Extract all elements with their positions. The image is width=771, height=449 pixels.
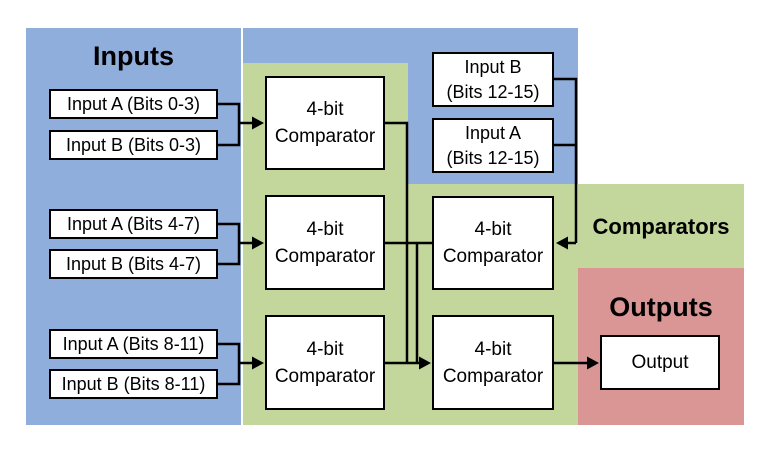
node-comparator-bits-8-11: 4-bit Comparator — [265, 315, 385, 410]
node-label-line2: (Bits 12-15) — [446, 147, 540, 168]
node-input-a-bits-8-11: Input A (Bits 8-11) — [49, 329, 218, 359]
connector-arrowheads — [252, 116, 599, 370]
inputs-region-title: Inputs — [93, 41, 174, 71]
comparators-region-title: Comparators — [592, 214, 730, 239]
node-comparator-stage2-upper: 4-bit Comparator — [432, 196, 554, 290]
node-output: Output — [600, 335, 720, 390]
arrowhead-into-comp2 — [252, 236, 264, 250]
node-input-b-bits-4-7: Input B (Bits 4-7) — [49, 249, 218, 279]
node-label-line1: 4-bit — [474, 338, 512, 360]
node-comparator-bits-4-7: 4-bit Comparator — [265, 195, 385, 290]
connector-lines — [216, 77, 588, 386]
arrowhead-into-comp5 — [419, 356, 431, 370]
node-input-b-bits-8-11: Input B (Bits 8-11) — [49, 369, 218, 399]
node-input-a-bits-0-3: Input A (Bits 0-3) — [49, 89, 218, 119]
node-label-line2: Comparator — [442, 246, 544, 267]
node-label-line1: 4-bit — [306, 218, 344, 240]
node-label-line1: 4-bit — [474, 219, 512, 240]
arrowhead-into-comp4-right — [556, 236, 568, 250]
node-label-line1: 4-bit — [306, 99, 344, 120]
connector-comp2-output-to-comp4 — [385, 241, 432, 363]
node-input-b-bits-12-15: Input B (Bits 12-15) — [432, 52, 554, 107]
node-comparator-bits-0-3: 4-bit Comparator — [265, 76, 385, 170]
node-input-a-bits-4-7: Input A (Bits 4-7) — [49, 209, 218, 239]
connector-inputs-4-7-to-comp2 — [216, 222, 253, 266]
node-label-line2: Comparator — [274, 245, 376, 267]
node-label-line2: Comparator — [274, 126, 376, 147]
node-label-line1: 4-bit — [306, 338, 344, 360]
node-input-b-bits-0-3: Input B (Bits 0-3) — [49, 130, 218, 160]
arrowhead-into-output — [587, 356, 599, 370]
comparators-region-label-band — [578, 184, 744, 268]
node-label-line2: (Bits 12-15) — [446, 81, 540, 102]
node-label-line1: Input B — [464, 56, 522, 77]
node-label-line1: Input A — [464, 122, 522, 143]
connector-inputs-12-15-to-comp4 — [554, 77, 578, 245]
connector-inputs-0-3-to-comp1 — [216, 102, 253, 147]
node-label-line2: Comparator — [442, 365, 544, 387]
arrowhead-into-comp3 — [252, 356, 264, 370]
connector-inputs-8-11-to-comp3 — [216, 342, 253, 386]
node-label-line2: Comparator — [274, 365, 376, 387]
outputs-region-title: Outputs — [609, 292, 713, 322]
node-input-a-bits-12-15: Input A (Bits 12-15) — [432, 118, 554, 173]
arrowhead-into-comp1 — [252, 116, 264, 130]
node-comparator-stage2-lower: 4-bit Comparator — [432, 315, 554, 410]
